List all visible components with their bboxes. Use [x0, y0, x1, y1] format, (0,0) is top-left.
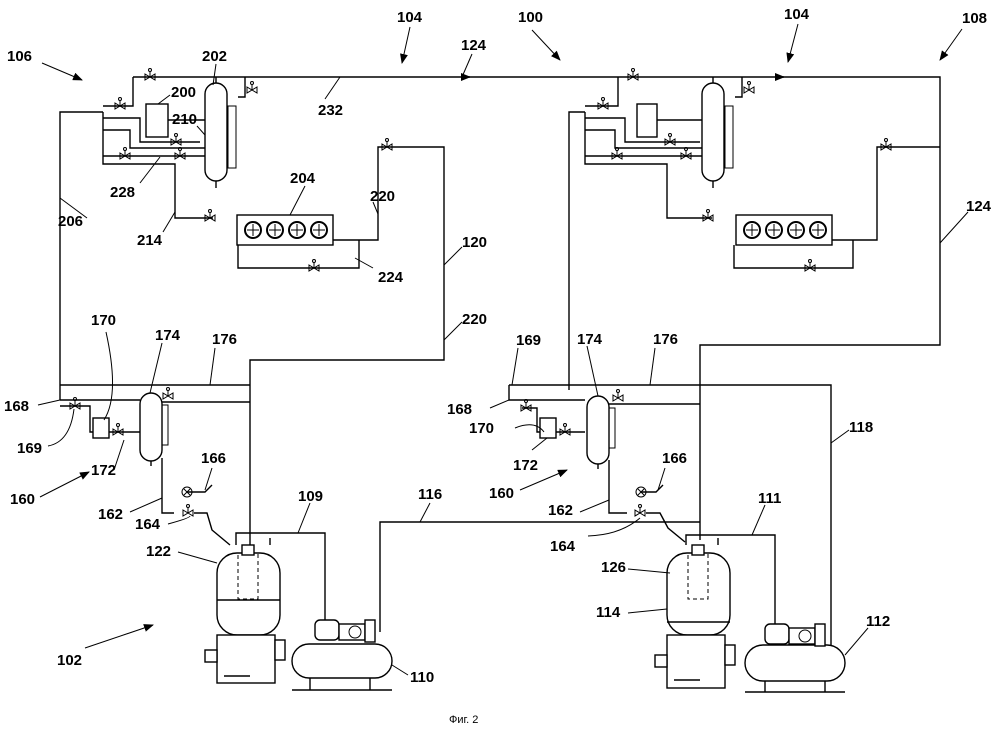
- refrigeration-unit-108: [569, 69, 940, 391]
- refrigeration-unit-106: [60, 69, 940, 546]
- vessel-174-right: [587, 396, 609, 464]
- label-224: 224: [378, 269, 404, 286]
- vessel-174-left: [140, 393, 162, 461]
- tank-122: [217, 553, 280, 635]
- component-200: [146, 104, 168, 137]
- label-174-right: 174: [577, 331, 603, 348]
- label-114: 114: [596, 604, 621, 621]
- label-170-right: 170: [469, 420, 494, 437]
- label-172-left: 172: [91, 462, 116, 479]
- label-162-left: 162: [98, 506, 123, 523]
- label-202: 202: [202, 48, 227, 65]
- label-168-right: 168: [447, 401, 472, 418]
- vessel-upper-right: [702, 83, 724, 181]
- label-169-left: 169: [17, 440, 42, 457]
- label-172-right: 172: [513, 457, 538, 474]
- label-204: 204: [290, 170, 316, 187]
- label-206: 206: [58, 213, 83, 230]
- label-232: 232: [318, 102, 343, 119]
- label-162-right: 162: [548, 502, 573, 519]
- label-106: 106: [7, 48, 32, 65]
- label-160-left: 160: [10, 491, 35, 508]
- label-164-right: 164: [550, 538, 576, 555]
- label-109: 109: [298, 488, 323, 505]
- figure-caption: Фиг. 2: [449, 714, 478, 726]
- label-126: 126: [601, 559, 626, 576]
- label-228: 228: [110, 184, 135, 201]
- receiver-112: [745, 645, 845, 681]
- label-176-left: 176: [212, 331, 237, 348]
- label-124-top: 124: [461, 37, 487, 54]
- label-104-left: 104: [397, 9, 423, 26]
- label-210: 210: [172, 111, 197, 128]
- label-176-right: 176: [653, 331, 678, 348]
- label-102: 102: [57, 652, 82, 669]
- label-122: 122: [146, 543, 171, 560]
- vessel-202: [205, 83, 227, 181]
- label-166-left: 166: [201, 450, 226, 467]
- component-170-right: [540, 418, 556, 438]
- label-116: 116: [418, 486, 442, 503]
- label-112: 112: [866, 613, 890, 630]
- label-169-right: 169: [516, 332, 541, 349]
- label-168-left: 168: [4, 398, 29, 415]
- label-108: 108: [962, 10, 987, 27]
- label-104-right: 104: [784, 6, 810, 23]
- label-100: 100: [518, 9, 543, 26]
- label-214: 214: [137, 232, 163, 249]
- compressor-skid-left: [205, 522, 700, 690]
- label-174-left: 174: [155, 327, 181, 344]
- label-111: 111: [758, 490, 781, 507]
- compressor-skid-right: [655, 535, 845, 692]
- label-220-bottom: 220: [462, 311, 487, 328]
- component-170-left: [93, 418, 109, 438]
- label-166-right: 166: [662, 450, 687, 467]
- label-160-right: 160: [489, 485, 514, 502]
- label-118: 118: [849, 419, 873, 436]
- label-110: 110: [410, 669, 434, 686]
- label-170-left: 170: [91, 312, 116, 329]
- label-120: 120: [462, 234, 487, 251]
- label-220-top: 220: [370, 188, 395, 205]
- receiver-110: [292, 644, 392, 678]
- label-164-left: 164: [135, 516, 161, 533]
- label-124-right: 124: [966, 198, 992, 215]
- label-200: 200: [171, 84, 196, 101]
